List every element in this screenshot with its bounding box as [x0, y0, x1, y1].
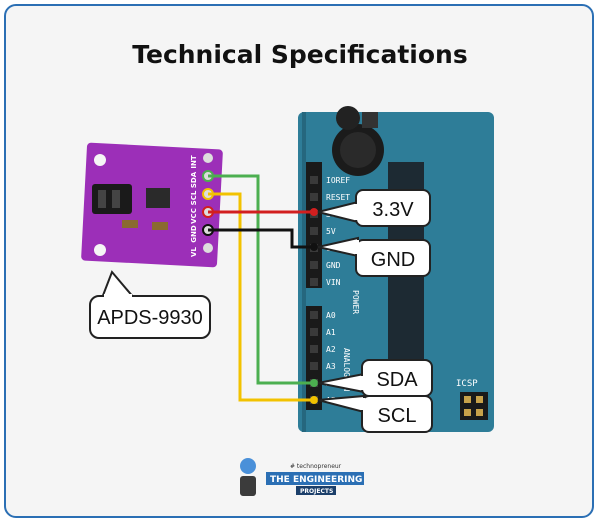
power-pin-label: RESET — [326, 193, 350, 202]
module-pin-label: SCL — [190, 190, 198, 205]
analog-pin-hole — [310, 362, 318, 370]
analog-pin-label: A1 — [326, 328, 336, 337]
wire-scl — [208, 192, 314, 402]
callout-gnd: GND — [317, 236, 431, 277]
page-title: Technical Specifications — [132, 40, 468, 69]
power-pin-hole — [310, 193, 318, 201]
power-pin-label: VIN — [326, 278, 341, 287]
logo-robot-icon — [240, 458, 256, 474]
power-pin-label: IOREF — [326, 176, 350, 185]
module-pin-label: SDA — [190, 171, 198, 188]
analog-pin-hole — [310, 345, 318, 353]
analog-pin-hole — [310, 311, 318, 319]
wires — [202, 170, 318, 404]
wire-sda — [208, 174, 314, 385]
module-pin-label: VL — [190, 247, 198, 257]
power-pin-hole — [310, 261, 318, 269]
callout-sda: SDA — [317, 359, 433, 397]
analog-label: ANALOG IN — [342, 348, 351, 392]
power-pin-hole — [310, 278, 318, 286]
power-pin-hole — [310, 176, 318, 184]
analog-header — [306, 306, 322, 410]
callout-apds: APDS-9930 — [89, 270, 211, 339]
logo-line2: PROJECTS — [300, 488, 333, 495]
analog-pin-label: A2 — [326, 345, 336, 354]
analog-pin-label: A0 — [326, 311, 336, 320]
callout-gnd-text: GND — [371, 249, 415, 271]
module-pin-label: VCC — [190, 208, 198, 224]
logo-tagline: # technopreneur — [290, 463, 342, 470]
power-pin-label: 5V — [326, 227, 336, 236]
power-label: POWER — [351, 290, 360, 314]
callout-apds-text: APDS-9930 — [97, 307, 203, 329]
power-pin-label: GND — [326, 261, 341, 270]
regulator — [146, 188, 170, 208]
callout-3v3: 3.3V — [317, 189, 431, 227]
module-pin-label: INT — [190, 155, 198, 168]
engineering-projects-logo: # technopreneur THE ENGINEERING PROJECTS — [240, 458, 364, 496]
callout-scl: SCL — [317, 394, 433, 433]
callout-sda-text: SDA — [376, 369, 418, 391]
power-pin-hole — [310, 227, 318, 235]
wire-gnd — [208, 228, 314, 249]
icsp-label: ICSP — [456, 379, 478, 389]
module-pin-label: GND — [190, 225, 198, 243]
callout-scl-text: SCL — [378, 405, 417, 427]
analog-pin-label: A3 — [326, 362, 336, 371]
logo-line1: THE ENGINEERING — [270, 475, 362, 485]
analog-pin-hole — [310, 328, 318, 336]
callout-3v3-text: 3.3V — [372, 199, 414, 221]
